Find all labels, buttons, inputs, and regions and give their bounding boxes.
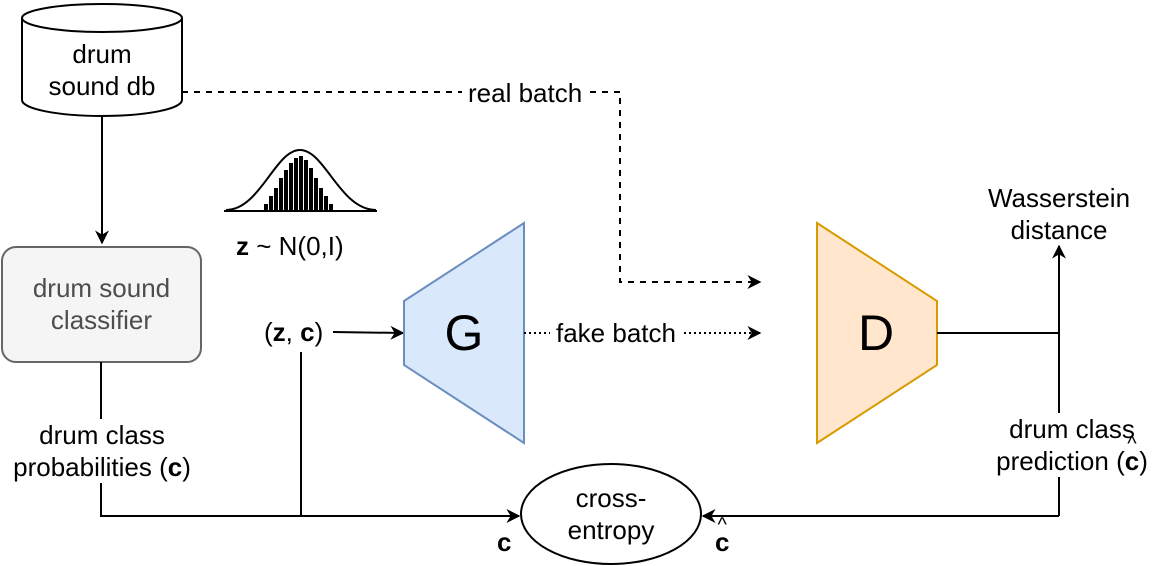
wasserstein-label: Wasserstein distance: [987, 183, 1131, 245]
fake-batch-label: fake batch: [550, 317, 682, 349]
class-probabilities-label: drum class probabilities (c): [4, 419, 200, 483]
classifier-label: drum sound classifier: [32, 273, 171, 335]
database-label: drum sound db: [48, 39, 156, 101]
discriminator-label: D: [857, 305, 895, 361]
cross-entropy-c-label: c: [497, 527, 512, 557]
database-cylinder: [21, 3, 183, 117]
noise-label: z ~ N(0,I): [236, 231, 344, 261]
generator-shape: [403, 221, 525, 445]
generator-label: G: [444, 305, 484, 361]
real-batch-arrow: [182, 91, 762, 289]
cross-entropy-chat-label: c: [715, 526, 729, 558]
class-prediction-label: drum class prediction (c): [988, 413, 1156, 477]
cross-entropy-ellipse: [520, 463, 702, 565]
class-probs-line: [100, 362, 521, 523]
discriminator-shape: [816, 221, 938, 445]
zc-to-generator-arrow: [332, 325, 405, 340]
noise-distribution-icon: [224, 148, 377, 212]
generator-input-label: (z, c): [264, 316, 324, 348]
real-batch-label: real batch: [462, 77, 589, 109]
cross-entropy-label: cross- entropy: [567, 483, 655, 545]
